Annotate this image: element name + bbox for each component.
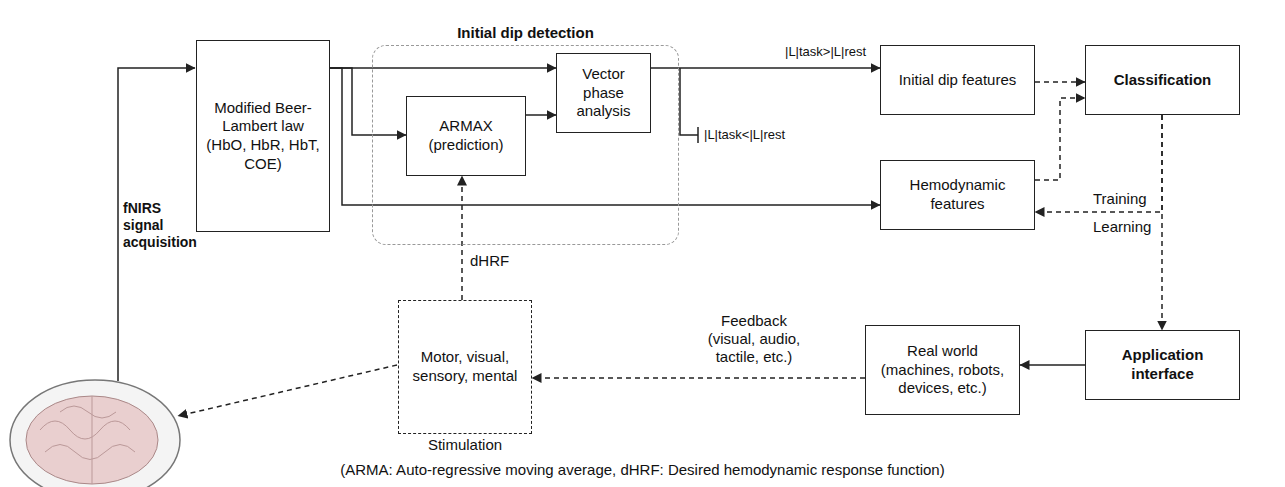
dashed-arrow	[461, 176, 463, 300]
box-text: Modified Beer-Lambert law (HbO, HbR, HbT…	[203, 99, 323, 174]
flow-arrow	[651, 67, 880, 69]
box-heading: Initial dip detection	[353, 24, 698, 43]
head-illustration	[10, 380, 180, 487]
stimulation-line	[178, 365, 397, 416]
stimulus-box: Motor, visual, sensory, mentalStimulatio…	[398, 300, 532, 434]
condition-label: |L|task<|L|rest	[704, 127, 785, 143]
process-box: Application interface	[1085, 330, 1240, 400]
edge-label: |L|task>|L|rest	[785, 44, 866, 60]
feature-box: Hemodynamic features	[880, 160, 1035, 230]
caption: (ARMA: Auto-regressive moving average, d…	[0, 461, 1285, 479]
process-box: Vector phase analysis	[556, 53, 651, 133]
feature-box: Initial dip features	[880, 45, 1035, 115]
signal-label: fNIRS signal acquisition	[123, 200, 173, 250]
box-text: Vector phase analysis	[563, 65, 644, 121]
edge-label: Feedback (visual, audio, tactile, etc.)	[700, 312, 808, 366]
edge-label: dHRF	[470, 252, 509, 270]
box-text: Classification	[1114, 71, 1212, 90]
box-text: ARMAX (prediction)	[413, 117, 519, 155]
process-box: Classification	[1085, 45, 1240, 115]
flow-arrow	[1020, 364, 1085, 366]
box-text: Initial dip features	[899, 71, 1017, 90]
process-box: Real world (machines, robots, devices, e…	[865, 325, 1020, 415]
box-heading: Stimulation	[389, 436, 541, 455]
box-text: Motor, visual, sensory, mental	[405, 348, 525, 386]
dashed-arrow	[1035, 115, 1162, 212]
box-text: Application interface	[1092, 346, 1233, 384]
process-box: ARMAX (prediction)	[406, 96, 526, 176]
flow-arrow	[526, 114, 556, 116]
group-region: Initial dip detectionARMAX (prediction)V…	[372, 45, 679, 245]
edge-label: Training	[1093, 190, 1147, 208]
rest-branch-line	[680, 68, 698, 143]
box-text: Real world (machines, robots, devices, e…	[872, 342, 1013, 398]
dashed-arrow	[1035, 98, 1085, 180]
dashed-arrow	[1035, 81, 1085, 83]
edge-label: Learning	[1093, 218, 1151, 236]
dashed-arrow	[532, 377, 865, 379]
flow-arrow	[330, 67, 556, 69]
acquisition-line	[118, 68, 195, 381]
box-text: Hemodynamic features	[887, 176, 1028, 214]
dashed-arrow	[1161, 115, 1163, 330]
process-box: Modified Beer-Lambert law (HbO, HbR, HbT…	[196, 40, 330, 232]
